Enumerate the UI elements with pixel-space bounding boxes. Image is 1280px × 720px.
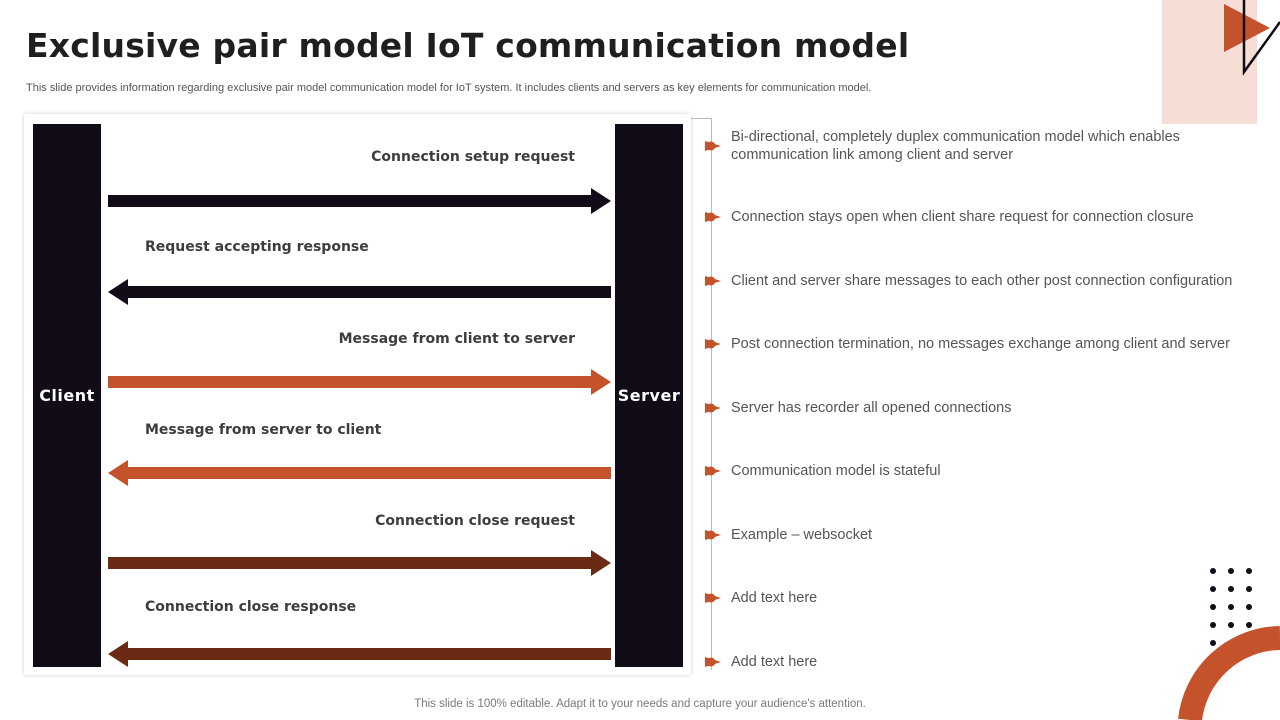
feature-text: Connection stays open when client share … [731, 209, 1194, 225]
arrow-request-accepting [108, 279, 611, 305]
message-label-connection-setup: Connection setup request [371, 149, 575, 165]
play-triangle-icon [1224, 0, 1280, 76]
timeline-line [711, 118, 712, 670]
footer-note: This slide is 100% editable. Adapt it to… [414, 698, 866, 710]
arrow-shape [108, 550, 611, 576]
arrow-server-to-client [108, 460, 611, 486]
bullet-dot-icon [705, 466, 721, 476]
client-label: Client [39, 386, 95, 405]
message-label-server-to-client: Message from server to client [145, 422, 382, 438]
arrow-shape [108, 369, 611, 395]
client-pillar: Client [33, 124, 101, 667]
server-pillar: Server [615, 124, 683, 667]
decorative-orange-arc [1178, 626, 1280, 720]
timeline-connector [691, 118, 711, 119]
page-title: Exclusive pair model IoT communication m… [26, 26, 910, 65]
feature-text: Bi-directional, completely duplex commun… [731, 129, 1180, 163]
message-label-close-request: Connection close request [375, 513, 575, 529]
feature-text: Server has recorder all opened connectio… [731, 400, 1012, 416]
bullet-dot-icon [705, 403, 721, 413]
bullet-dot-icon [705, 593, 721, 603]
arrow-shape [108, 279, 611, 305]
bullet-dot-icon [705, 141, 721, 151]
bullet-dot-icon [705, 657, 721, 667]
server-label: Server [617, 386, 681, 405]
message-label-client-to-server: Message from client to server [338, 331, 575, 347]
message-label-close-response: Connection close response [145, 599, 357, 615]
communication-diagram: Client Server Connection setup request R… [24, 114, 691, 675]
feature-text: Post connection termination, no messages… [731, 336, 1230, 352]
arrow-close-response [108, 641, 611, 667]
arrow-shape [108, 641, 611, 667]
bullet-dot-icon [705, 276, 721, 286]
bullet-dot-icon [705, 212, 721, 222]
arrow-shape [108, 188, 611, 214]
arrow-shape [108, 460, 611, 486]
feature-text: Add text here [731, 590, 818, 606]
feature-text: Client and server share messages to each… [731, 273, 1233, 289]
arrow-connection-setup [108, 188, 611, 214]
feature-text: Example – websocket [731, 527, 873, 543]
page-subtitle: This slide provides information regardin… [26, 82, 872, 94]
feature-text: Add text here [731, 654, 818, 670]
arrow-close-request [108, 550, 611, 576]
bullet-dot-icon [705, 530, 721, 540]
feature-text: Communication model is stateful [731, 463, 941, 479]
arrow-client-to-server [108, 369, 611, 395]
message-label-request-accepting: Request accepting response [145, 239, 369, 255]
bullet-dot-icon [705, 339, 721, 349]
